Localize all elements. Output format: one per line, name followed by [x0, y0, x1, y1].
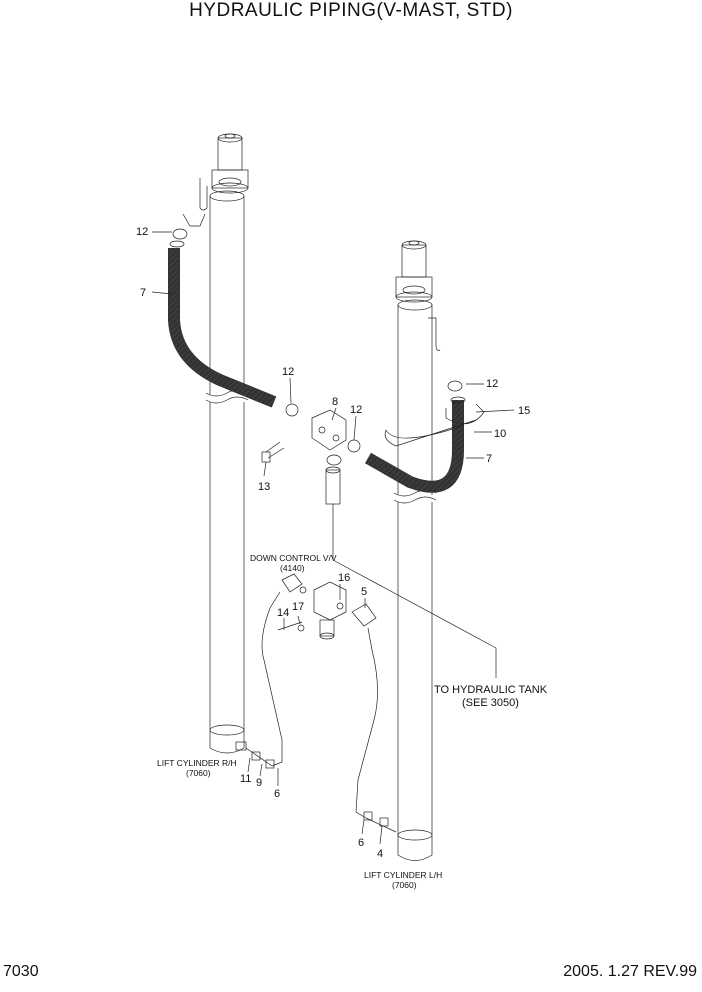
- callout-6: 6: [274, 788, 280, 800]
- callout-4: 4: [377, 848, 383, 860]
- lift-cylinder-lh: [393, 240, 441, 861]
- hose-right: [365, 396, 466, 493]
- lift-cylinder-rh: [199, 133, 249, 754]
- callout-12: 12: [282, 366, 294, 378]
- callout-7: 7: [486, 453, 492, 465]
- down-control-label: DOWN CONTROL V/V: [250, 553, 337, 563]
- tee-block: [261, 409, 347, 463]
- callout-5: 5: [361, 586, 367, 598]
- callout-8: 8: [332, 396, 338, 408]
- lift-rh-label: LIFT CYLINDER R/H: [157, 758, 237, 768]
- down-control-valve: [277, 573, 377, 640]
- callout-16: 16: [338, 572, 350, 584]
- callout-12: 12: [486, 378, 498, 390]
- revision-date: 2005. 1.27 REV.99: [563, 963, 697, 980]
- callout-17: 17: [292, 601, 304, 613]
- ring-fittings: [172, 228, 463, 466]
- callout-11: 11: [240, 773, 251, 785]
- callout-14: 14: [277, 607, 289, 619]
- hose-clamp: [384, 403, 485, 447]
- page-title: HYDRAULIC PIPING(V-MAST, STD): [189, 0, 513, 21]
- notes: DOWN CONTROL V/V (4140) TO HYDRAULIC TAN…: [157, 553, 548, 890]
- tank-return-tube: [325, 466, 497, 678]
- lift-rh-ref: (7060): [186, 768, 211, 778]
- lower-hose-lh: [355, 627, 397, 833]
- lift-lh-label: LIFT CYLINDER L/H: [364, 870, 442, 880]
- leader-lines: [151, 231, 515, 845]
- tank-ref: (SEE 3050): [462, 697, 519, 709]
- callout-9: 9: [256, 777, 262, 789]
- page-code: 7030: [3, 963, 39, 980]
- callout-numbers: 12 7 12 8 12 13 12 15 10 7 16 5 17 14 11…: [136, 226, 530, 860]
- lower-hose-rh: [245, 591, 283, 769]
- tank-label: TO HYDRAULIC TANK: [434, 684, 548, 696]
- down-control-ref: (4140): [280, 563, 305, 573]
- callout-12: 12: [350, 404, 362, 416]
- callout-10: 10: [494, 428, 506, 440]
- callout-6: 6: [358, 837, 364, 849]
- callout-15: 15: [518, 405, 530, 417]
- callout-13: 13: [258, 481, 270, 493]
- hose-left: [168, 213, 277, 408]
- lift-lh-ref: (7060): [392, 880, 417, 890]
- callout-7: 7: [140, 287, 146, 299]
- callout-12: 12: [136, 226, 148, 238]
